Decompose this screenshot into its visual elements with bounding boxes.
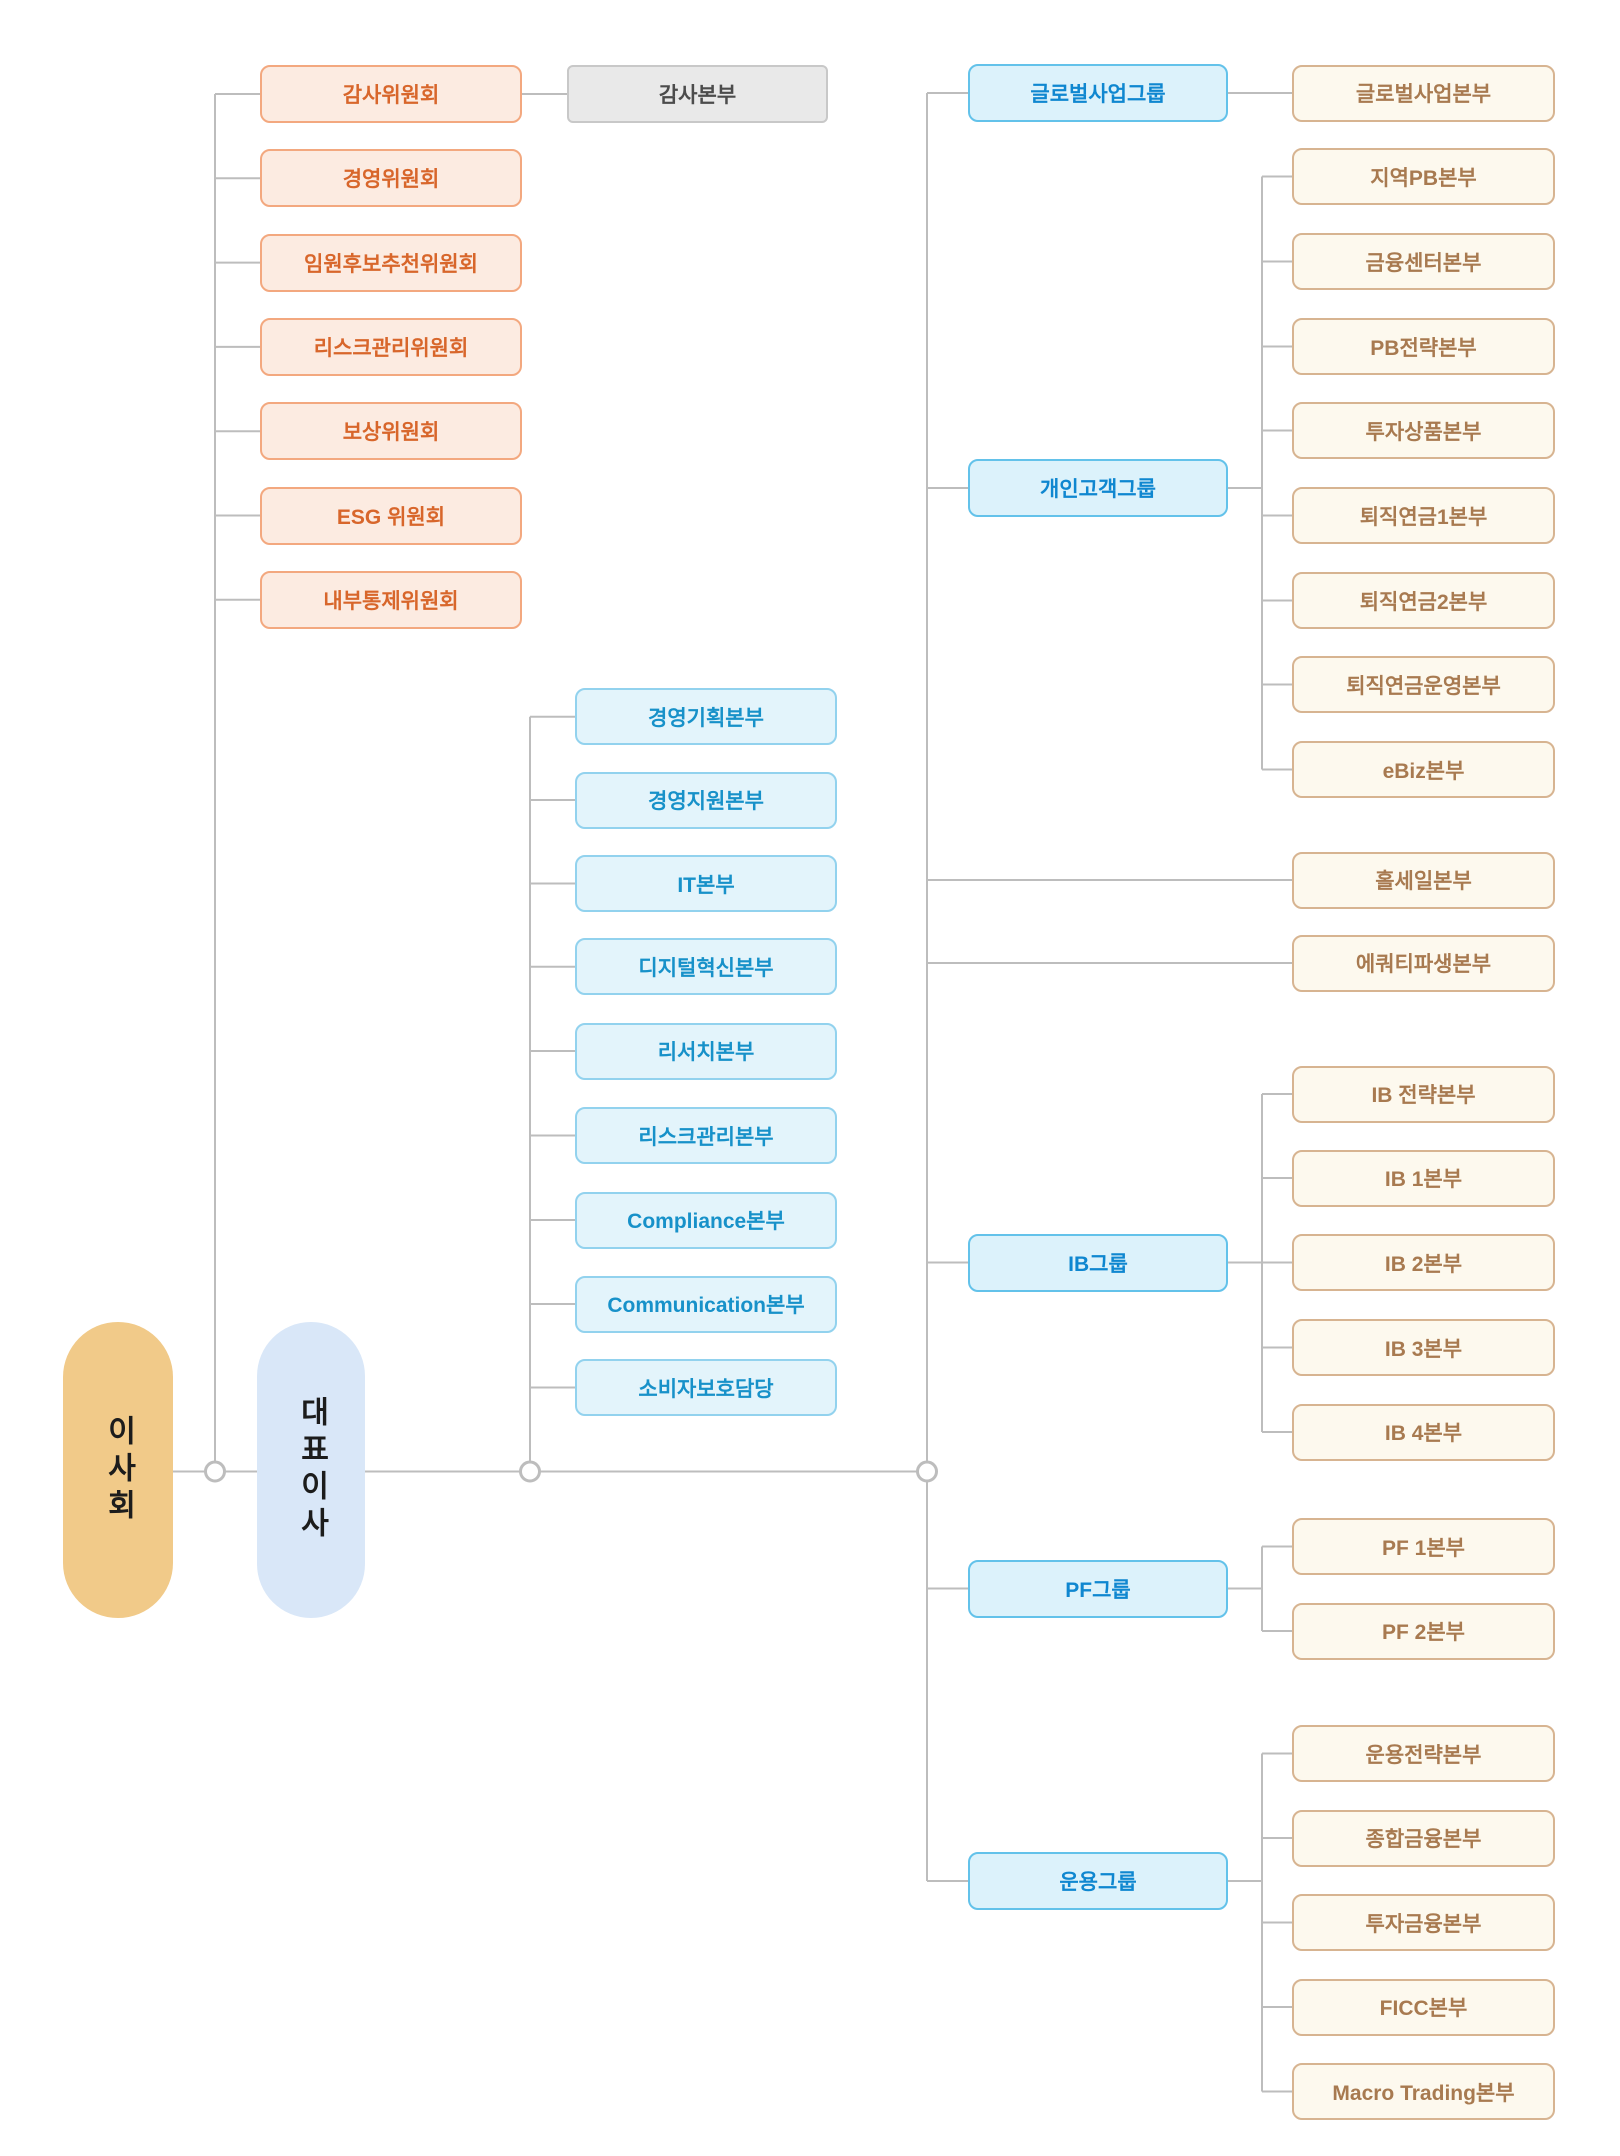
division-box-3-0: PF 1본부 bbox=[1292, 1518, 1555, 1575]
board-pill: 이사회 bbox=[63, 1322, 173, 1618]
committee-box-6: 내부통제위원회 bbox=[260, 570, 522, 629]
hq-division-box-1: 경영지원본부 bbox=[575, 771, 837, 829]
direct-division-box-1: 에쿼티파생본부 bbox=[1292, 934, 1555, 992]
direct-division-box-0: 홀세일본부 bbox=[1292, 851, 1555, 909]
division-box-0-0: 글로벌사업본부 bbox=[1292, 64, 1555, 122]
junction-dot-2 bbox=[916, 1460, 938, 1483]
committee-box-1: 경영위원회 bbox=[260, 149, 522, 208]
division-box-2-2: IB 2본부 bbox=[1292, 1234, 1555, 1291]
group-box-4: 운용그룹 bbox=[968, 1852, 1228, 1910]
division-box-2-1: IB 1본부 bbox=[1292, 1149, 1555, 1207]
division-box-1-0: 지역PB본부 bbox=[1292, 148, 1555, 205]
committee-box-0: 감사위원회 bbox=[260, 65, 522, 123]
group-box-0: 글로벌사업그룹 bbox=[968, 64, 1228, 122]
division-box-4-1: 종합금융본부 bbox=[1292, 1809, 1555, 1867]
hq-division-box-0: 경영기획본부 bbox=[575, 688, 837, 746]
division-box-3-1: PF 2본부 bbox=[1292, 1602, 1555, 1660]
division-box-1-3: 투자상품본부 bbox=[1292, 402, 1555, 459]
junction-dot-0 bbox=[204, 1460, 226, 1483]
hq-division-box-2: IT본부 bbox=[575, 855, 837, 912]
division-box-4-0: 운용전략본부 bbox=[1292, 1725, 1555, 1782]
junction-dot-1 bbox=[519, 1460, 541, 1483]
hq-division-box-4: 리서치본부 bbox=[575, 1022, 837, 1080]
hq-division-box-7: Communication본부 bbox=[575, 1275, 837, 1333]
group-box-3: PF그룹 bbox=[968, 1559, 1228, 1618]
division-box-1-1: 금융센터본부 bbox=[1292, 233, 1555, 290]
division-box-4-2: 투자금융본부 bbox=[1292, 1894, 1555, 1951]
division-box-2-4: IB 4본부 bbox=[1292, 1403, 1555, 1461]
division-box-1-5: 퇴직연금2본부 bbox=[1292, 572, 1555, 629]
division-box-1-7: eBiz본부 bbox=[1292, 741, 1555, 798]
hq-division-box-3: 디지털혁신본부 bbox=[575, 938, 837, 996]
group-box-1: 개인고객그룹 bbox=[968, 459, 1228, 517]
committee-box-5: ESG 위원회 bbox=[260, 486, 522, 545]
division-box-1-6: 퇴직연금운영본부 bbox=[1292, 656, 1555, 713]
division-box-2-3: IB 3본부 bbox=[1292, 1319, 1555, 1376]
hq-division-box-8: 소비자보호담당 bbox=[575, 1359, 837, 1416]
division-box-1-2: PB전략본부 bbox=[1292, 318, 1555, 375]
committee-box-3: 리스크관리위원회 bbox=[260, 317, 522, 376]
ceo-pill: 대표이사 bbox=[257, 1322, 365, 1618]
committee-box-4: 보상위원회 bbox=[260, 402, 522, 461]
audit-hq-box: 감사본부 bbox=[567, 65, 828, 123]
division-box-1-4: 퇴직연금1본부 bbox=[1292, 487, 1555, 544]
division-box-2-0: IB 전략본부 bbox=[1292, 1065, 1555, 1123]
hq-division-box-5: 리스크관리본부 bbox=[575, 1107, 837, 1164]
division-box-4-4: Macro Trading본부 bbox=[1292, 2063, 1555, 2120]
group-box-2: IB그룹 bbox=[968, 1233, 1228, 1292]
division-box-4-3: FICC본부 bbox=[1292, 1978, 1555, 2036]
committee-box-2: 임원후보추천위원회 bbox=[260, 233, 522, 292]
hq-division-box-6: Compliance본부 bbox=[575, 1191, 837, 1249]
